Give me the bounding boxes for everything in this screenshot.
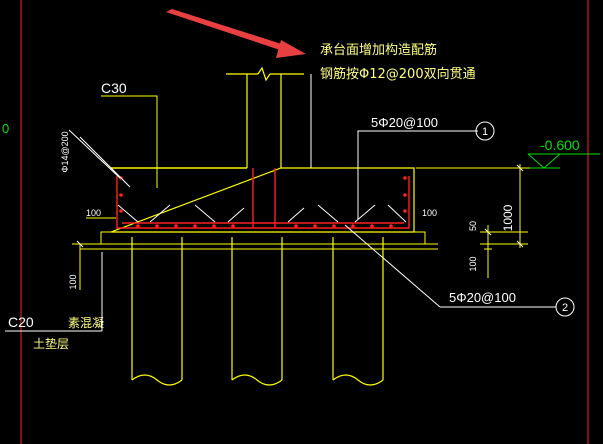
pile-3: [332, 237, 384, 386]
pile-1: [131, 237, 183, 386]
c30-leader: [101, 95, 158, 188]
dim-50: 50: [468, 221, 478, 231]
top-bar-marker-text: 1: [482, 126, 488, 138]
bottom-bar-marker-circle: [555, 297, 575, 317]
leader-lines: [68, 74, 556, 308]
cushion-grade-label: C20: [8, 314, 34, 330]
pile-2: [231, 237, 283, 386]
bottom-bar-label: 5Φ20@100: [449, 290, 516, 305]
soil-layer-label: 土垫层: [33, 336, 69, 351]
top-bar-leader: [357, 130, 478, 219]
dim-1000: 1000: [501, 204, 515, 231]
cap-reinforcement: [116, 168, 410, 229]
side-bar-label: Φ14@200: [60, 131, 70, 172]
concrete-grade-label: C30: [101, 80, 127, 96]
left-edge-mark: 0: [2, 121, 9, 136]
elevation-symbol: [416, 153, 600, 169]
dim-100-left: 100: [86, 208, 101, 218]
inclined-bars: [117, 204, 407, 223]
rebar-dots: [119, 176, 407, 228]
dim-100-base: 100: [68, 274, 78, 289]
piles: [131, 237, 384, 386]
cushion-type-label: 素混凝: [68, 315, 104, 330]
column-stub: [226, 66, 304, 168]
top-bar-marker-circle: [475, 121, 495, 141]
dim-100-right: 100: [422, 208, 437, 218]
bottom-bar-marker-text: 2: [562, 302, 568, 314]
dimension-lines-left: [72, 217, 116, 290]
dim-100-bottom: 100: [468, 256, 478, 271]
dimension-ticks: [76, 164, 524, 248]
note-line-2: 钢筋按Φ12@200双向贯通: [320, 66, 476, 82]
cushion-layer: [80, 231, 438, 250]
highlight-arrow-icon: [166, 9, 306, 58]
note-line-1: 承台面增加构造配筋: [320, 42, 437, 58]
top-bar-label: 5Φ20@100: [371, 115, 438, 130]
elevation-label: -0.600: [540, 137, 580, 153]
